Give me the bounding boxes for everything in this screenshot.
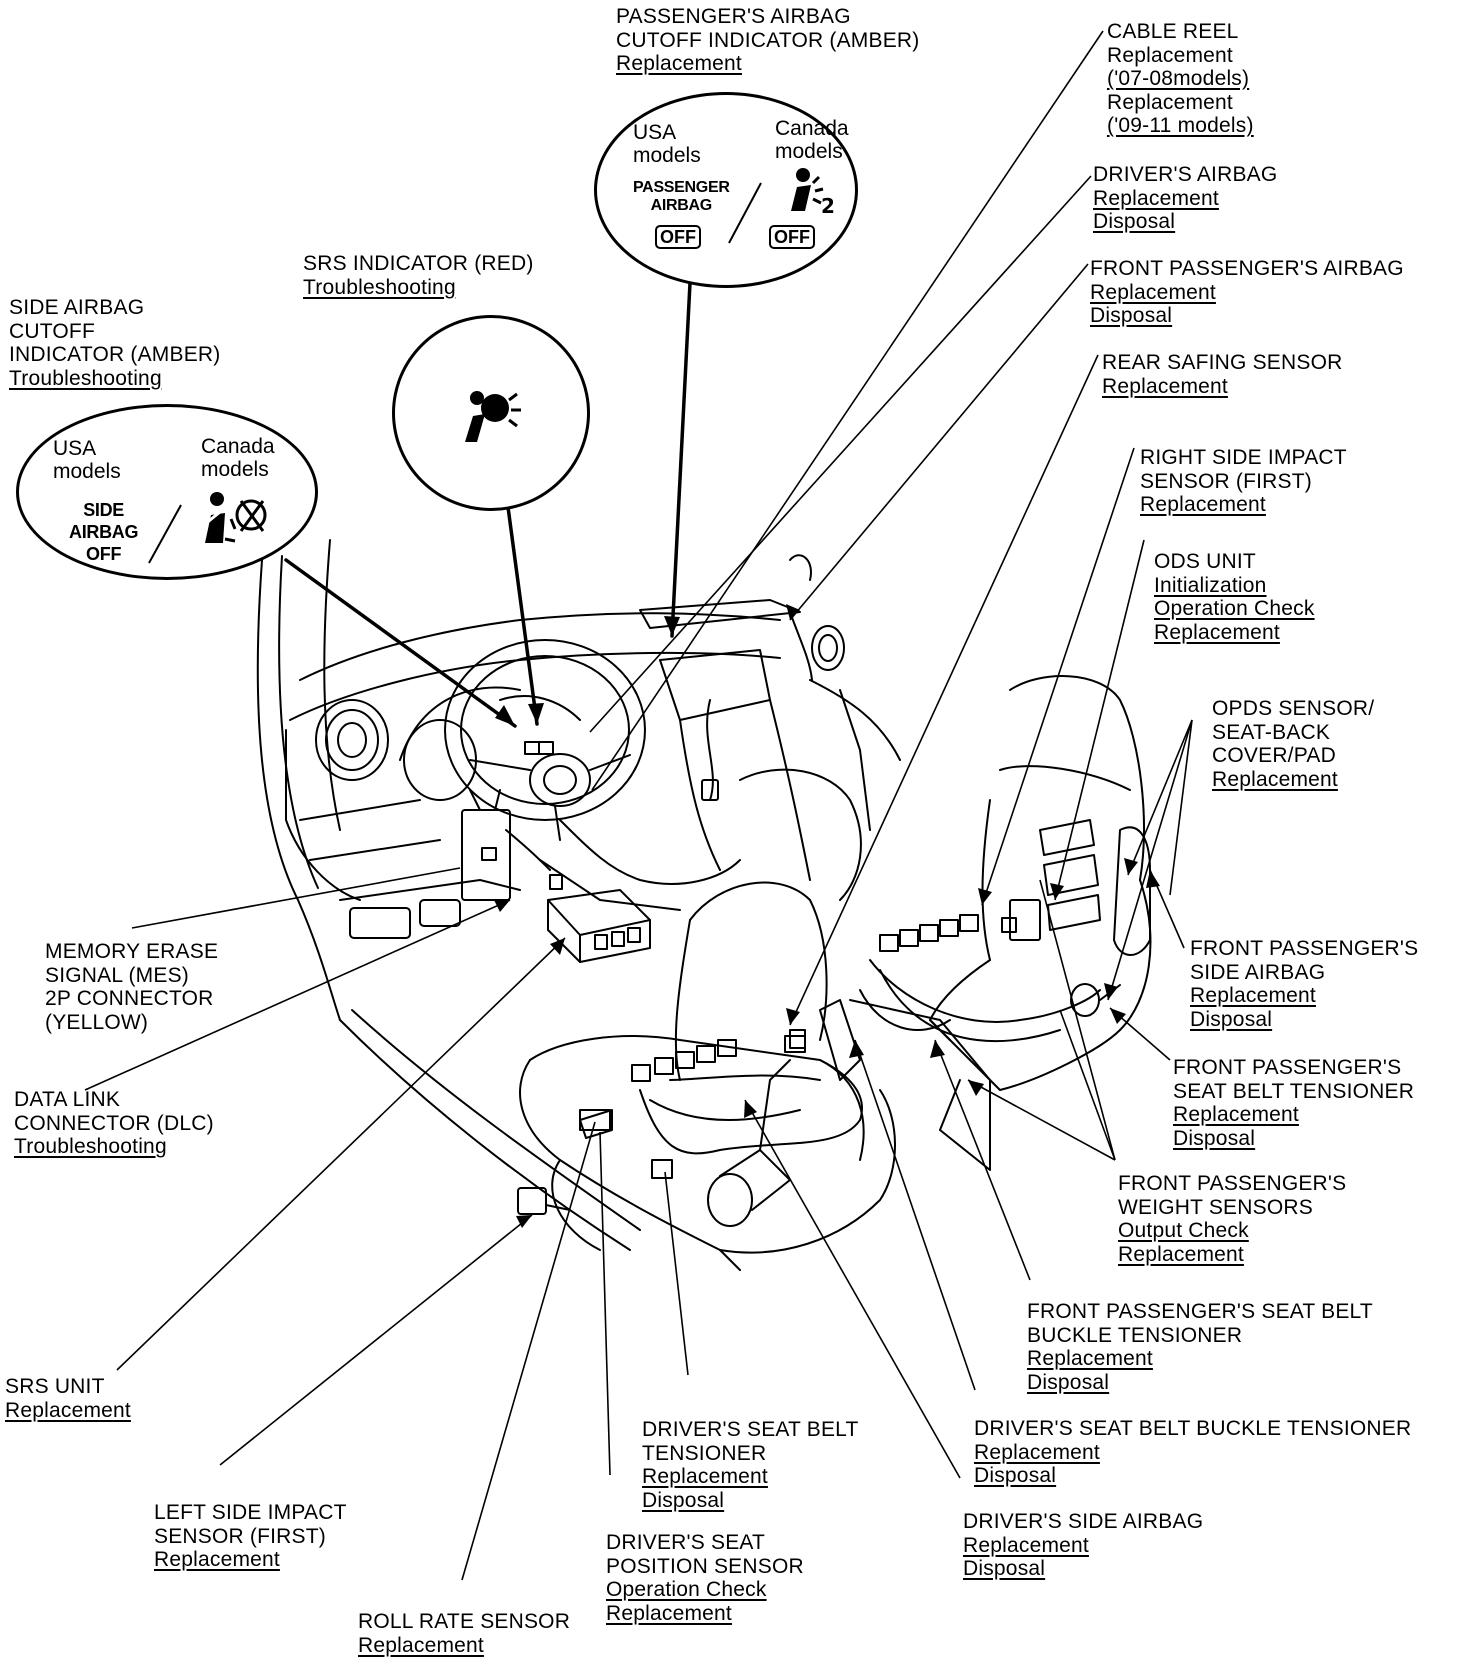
label-front-passengers-side-airbag: FRONT PASSENGER'S SIDE AIRBAG Replacemen… — [1190, 937, 1419, 1031]
side-airbag-off-icon — [198, 492, 267, 543]
label-drivers-seat-belt-tensioner: DRIVER'S SEAT BELT TENSIONER Replacement… — [642, 1418, 859, 1512]
canada-models-label: Canada models — [775, 117, 849, 163]
link-output-check[interactable]: Output Check — [1118, 1219, 1249, 1242]
link-disposal[interactable]: Disposal — [1173, 1126, 1256, 1150]
canada-off-badge: OFF — [769, 225, 815, 249]
label-srs-unit: SRS UNIT Replacement — [5, 1375, 131, 1422]
airbag-person-icon — [465, 391, 521, 442]
link-replacement[interactable]: Replacement — [616, 52, 742, 75]
link-replacement[interactable]: Replacement — [1027, 1347, 1153, 1370]
link-replacement[interactable]: Replacement — [1090, 280, 1216, 304]
label-passenger-airbag-cutoff-indicator: PASSENGER'S AIRBAG CUTOFF INDICATOR (AMB… — [616, 5, 920, 75]
srs-indicator-callout — [392, 315, 590, 511]
link-replacement[interactable]: Replacement — [358, 1633, 484, 1657]
link-disposal[interactable]: Disposal — [1090, 304, 1173, 327]
label-cable-reel: CABLE REEL Replacement ('07-08models) Re… — [1107, 20, 1254, 137]
link-0911-models[interactable]: ('09-11 models) — [1107, 114, 1254, 137]
link-replacement[interactable]: Replacement — [1093, 186, 1219, 210]
label-ods-unit: ODS UNIT Initialization Operation Check … — [1154, 550, 1315, 644]
link-replacement[interactable]: Replacement — [5, 1398, 131, 1422]
usa-models-label: USA models — [633, 121, 701, 167]
link-0708-models[interactable]: ('07-08models) — [1107, 67, 1250, 90]
label-srs-indicator: SRS INDICATOR (RED) Troubleshooting — [303, 252, 534, 299]
side-airbag-off-text: SIDE AIRBAG OFF — [69, 500, 139, 564]
link-operation-check[interactable]: Operation Check — [1154, 597, 1315, 620]
label-data-link-connector: DATA LINK CONNECTOR (DLC) Troubleshootin… — [14, 1088, 214, 1158]
separator-slash — [728, 182, 762, 244]
passenger-seat-icon: 2 — [791, 168, 835, 215]
link-replacement[interactable]: Replacement — [963, 1533, 1089, 1557]
link-disposal[interactable]: Disposal — [1027, 1370, 1110, 1394]
link-replacement[interactable]: Replacement — [1154, 620, 1280, 644]
link-troubleshooting[interactable]: Troubleshooting — [9, 366, 162, 390]
label-front-passengers-airbag: FRONT PASSENGER'S AIRBAG Replacement Dis… — [1090, 257, 1404, 327]
link-replacement[interactable]: Replacement — [154, 1548, 280, 1571]
separator-slash — [148, 504, 182, 564]
link-disposal[interactable]: Disposal — [974, 1464, 1057, 1487]
link-operation-check[interactable]: Operation Check — [606, 1578, 767, 1601]
label-memory-erase-signal: MEMORY ERASE SIGNAL (MES) 2P CONNECTOR (… — [45, 940, 219, 1034]
link-replacement[interactable]: Replacement — [1140, 493, 1266, 516]
label-front-passengers-buckle-tensioner: FRONT PASSENGER'S SEAT BELT BUCKLE TENSI… — [1027, 1300, 1373, 1394]
link-replacement-0708[interactable]: Replacement — [1107, 43, 1233, 67]
label-rear-safing-sensor: REAR SAFING SENSOR Replacement — [1102, 351, 1343, 398]
label-drivers-seat-position-sensor: DRIVER'S SEAT POSITION SENSOR Operation … — [606, 1531, 804, 1625]
label-front-passengers-weight-sensors: FRONT PASSENGER'S WEIGHT SENSORS Output … — [1118, 1172, 1347, 1266]
canada-models-label: Canada models — [201, 435, 275, 481]
label-left-side-impact-sensor: LEFT SIDE IMPACT SENSOR (FIRST) Replacem… — [154, 1501, 347, 1571]
label-drivers-airbag: DRIVER'S AIRBAG Replacement Disposal — [1093, 163, 1278, 233]
label-drivers-side-airbag: DRIVER'S SIDE AIRBAG Replacement Disposa… — [963, 1510, 1204, 1580]
link-disposal[interactable]: Disposal — [963, 1557, 1046, 1580]
usa-models-label: USA models — [53, 437, 121, 483]
link-disposal[interactable]: Disposal — [642, 1488, 725, 1512]
link-replacement[interactable]: Replacement — [1212, 767, 1338, 791]
link-replacement[interactable]: Replacement — [1173, 1103, 1299, 1126]
side-cutoff-callout: USA models Canada models SIDE AIRBAG OFF — [16, 404, 318, 580]
link-replacement[interactable]: Replacement — [1118, 1242, 1244, 1266]
passenger-cutoff-callout: USA models Canada models PASSENGER AIRBA… — [594, 92, 858, 288]
label-drivers-buckle-tensioner: DRIVER'S SEAT BELT BUCKLE TENSIONER Repl… — [974, 1417, 1412, 1487]
label-roll-rate-sensor: ROLL RATE SENSOR Replacement — [358, 1610, 571, 1657]
link-disposal[interactable]: Disposal — [1093, 210, 1176, 233]
label-front-passengers-seat-belt-tensioner: FRONT PASSENGER'S SEAT BELT TENSIONER Re… — [1173, 1056, 1415, 1150]
link-initialization[interactable]: Initialization — [1154, 573, 1267, 597]
link-troubleshooting[interactable]: Troubleshooting — [303, 275, 456, 299]
label-side-airbag-cutoff-indicator: SIDE AIRBAG CUTOFF INDICATOR (AMBER) Tro… — [9, 296, 221, 390]
link-replacement[interactable]: Replacement — [642, 1465, 768, 1488]
link-replacement[interactable]: Replacement — [1190, 984, 1316, 1007]
link-replacement[interactable]: Replacement — [606, 1601, 732, 1625]
label-right-side-impact-sensor: RIGHT SIDE IMPACT SENSOR (FIRST) Replace… — [1140, 446, 1347, 516]
link-troubleshooting[interactable]: Troubleshooting — [14, 1135, 167, 1158]
svg-text:2: 2 — [821, 194, 835, 215]
link-replacement-0911[interactable]: Replacement — [1107, 90, 1233, 114]
link-replacement[interactable]: Replacement — [974, 1440, 1100, 1464]
link-replacement[interactable]: Replacement — [1102, 374, 1228, 398]
passenger-airbag-text: PASSENGER AIRBAG — [633, 179, 730, 214]
label-opds-sensor: OPDS SENSOR/ SEAT-BACK COVER/PAD Replace… — [1212, 697, 1375, 791]
passenger-off-badge: OFF — [655, 225, 701, 249]
link-disposal[interactable]: Disposal — [1190, 1007, 1273, 1031]
